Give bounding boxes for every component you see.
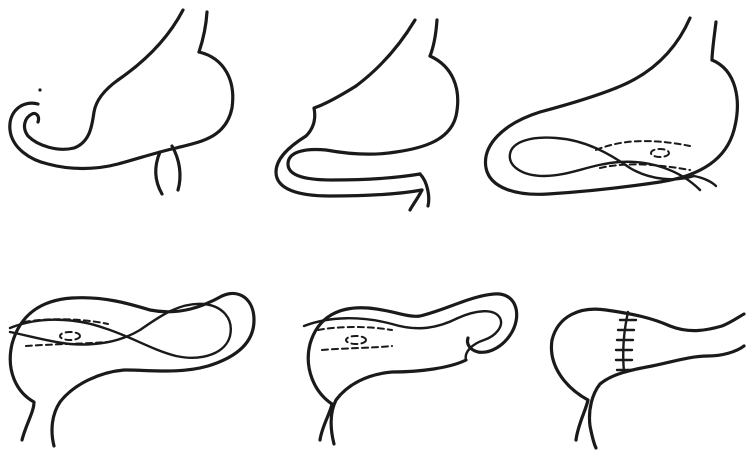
panel-6-stomach-outline [551, 309, 744, 440]
panel-2-esophagus-inner [430, 20, 437, 56]
panel-3 [485, 18, 737, 194]
panel-5-anastomosis-upper [318, 327, 392, 330]
panel-3-loop [510, 138, 700, 190]
panel-1-stomach-body [10, 52, 233, 169]
panel-3-jejunum-exit [694, 176, 716, 186]
panel-4-stoma [60, 332, 80, 340]
panel-6-lower-outline [589, 346, 744, 448]
panel-6 [551, 309, 744, 448]
panel-5-lower-curve [331, 360, 466, 444]
panel-5-greater-curve [308, 294, 516, 440]
panel-2 [276, 20, 458, 210]
panel-3-greater-curve [485, 60, 737, 194]
panel-3-esophagus-inner [712, 22, 716, 60]
panel-3-anastomosis-upper [596, 141, 690, 150]
panel-5 [304, 294, 517, 444]
panel-5-stoma [346, 336, 366, 344]
panel-5-anastomosis-lower [322, 346, 392, 350]
panel-2-esophagus-outer [356, 20, 415, 86]
panel-3-anastomosis-lower [600, 164, 690, 170]
panel-4-loop [10, 304, 231, 358]
panel-1-esophagus-inner [199, 12, 207, 52]
panel-1-duodenum-inner [172, 146, 180, 190]
panel-1-duodenum-outer [156, 152, 162, 194]
stray-dot [38, 88, 41, 91]
panel-5-loop [304, 311, 501, 360]
panel-3-stoma [651, 149, 669, 157]
panel-1-esophagus-outer [118, 10, 183, 80]
panel-4-greater-curve [10, 293, 254, 446]
panel-4 [10, 293, 254, 446]
panel-3-esophagus-outer [616, 18, 690, 88]
panel-1 [10, 10, 233, 194]
